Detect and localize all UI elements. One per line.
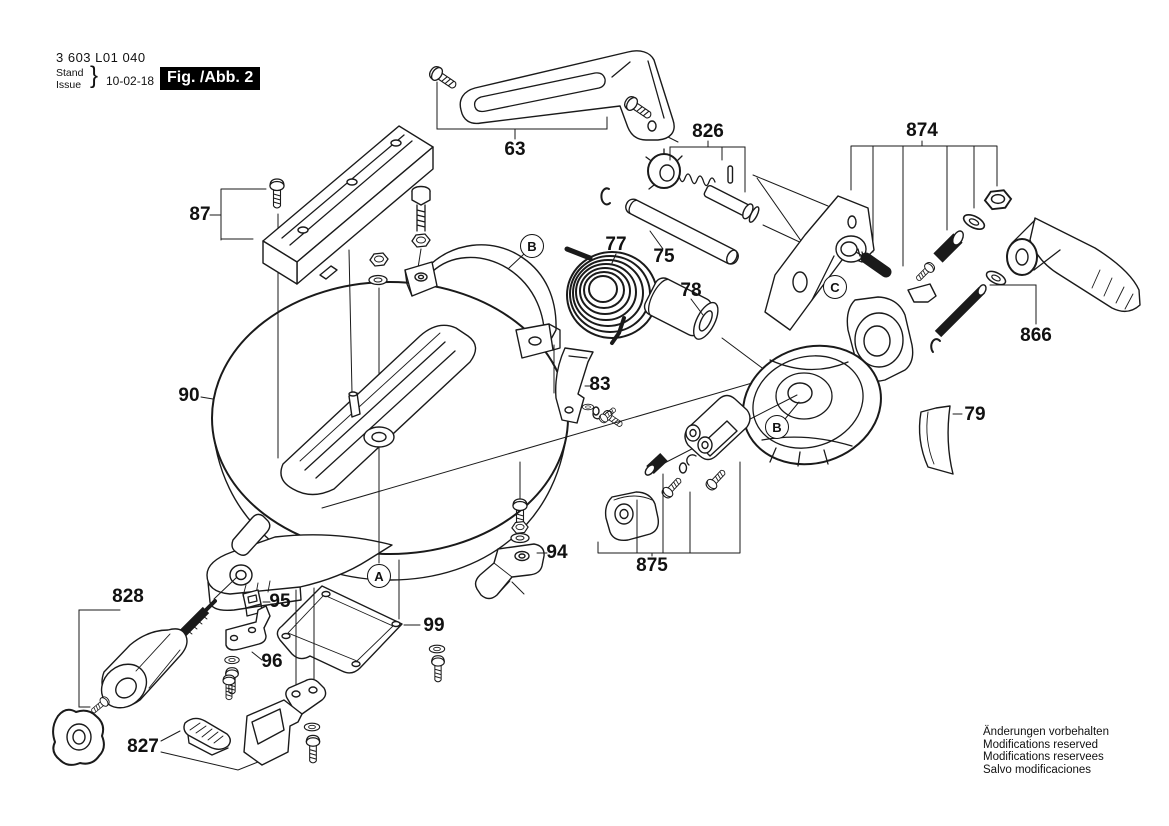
part-78-sleeve-drawing	[643, 277, 798, 395]
part-94-bracket-drawing	[474, 461, 548, 600]
part-callout-94: 94	[546, 542, 568, 563]
part-callout-75: 75	[653, 246, 675, 267]
reference-letter-A-3: A	[367, 564, 391, 588]
part-callout-828: 828	[112, 586, 144, 607]
modifications-notice: Änderungen vorbehalten Modifications res…	[983, 726, 1109, 776]
part-90-base-drawing	[200, 249, 791, 612]
part-callout-874: 874	[906, 120, 938, 141]
issue-label: Issue	[56, 78, 82, 91]
part-75-rod-drawing	[600, 187, 739, 265]
part-callout-875: 875	[636, 555, 668, 576]
stand-issue-label: Stand Issue	[56, 67, 84, 91]
reference-letter-B-0: B	[520, 234, 544, 258]
part-77-spring-drawing	[564, 246, 658, 345]
guard-arc-drawing	[404, 244, 561, 394]
part-callout-78: 78	[680, 280, 702, 301]
part-callout-79: 79	[964, 404, 986, 425]
part-874-arm-hardware-drawing	[764, 140, 1012, 382]
part-828-clamp-drawing	[52, 599, 217, 766]
issue-date: 10-02-18	[106, 74, 155, 88]
part-87-fence-drawing	[209, 125, 434, 286]
part-63-handle-drawing	[426, 50, 675, 141]
part-callout-63: 63	[504, 139, 526, 160]
part-callout-826: 826	[692, 121, 724, 142]
part-callout-77: 77	[605, 234, 627, 255]
part-callout-90: 90	[178, 385, 200, 406]
part-866-lever-drawing	[989, 217, 1141, 325]
notice-line-fr: Modifications reservees	[983, 751, 1104, 763]
figure-label-box: Fig. /Abb. 2	[160, 67, 261, 90]
part-96-bracket-drawing	[224, 605, 271, 695]
part-callout-95: 95	[269, 591, 291, 612]
part-callout-96: 96	[261, 651, 283, 672]
part-callout-827: 827	[127, 736, 159, 757]
part-callout-99: 99	[423, 615, 445, 636]
document-part-number: 3 603 L01 040	[56, 50, 146, 65]
reference-letter-C-1: C	[823, 275, 847, 299]
part-79-wedge-drawing	[918, 405, 963, 475]
brace-glyph: }	[90, 62, 99, 89]
notice-line-de: Änderungen vorbehalten	[983, 726, 1109, 738]
stand-label: Stand	[56, 67, 84, 79]
notice-line-es: Salvo modificaciones	[983, 763, 1092, 776]
part-99-plate-drawing	[276, 559, 446, 683]
part-826-knob-assembly-drawing	[645, 140, 760, 223]
part-827-lever-assembly-drawing	[160, 587, 327, 771]
reference-letter-B-2: B	[765, 415, 789, 439]
part-callout-87: 87	[189, 204, 211, 225]
part-callout-866: 866	[1020, 325, 1052, 346]
part-875-block-assembly-drawing	[592, 394, 751, 557]
part-callout-83: 83	[589, 374, 611, 395]
notice-line-en: Modifications reserved	[983, 738, 1099, 751]
